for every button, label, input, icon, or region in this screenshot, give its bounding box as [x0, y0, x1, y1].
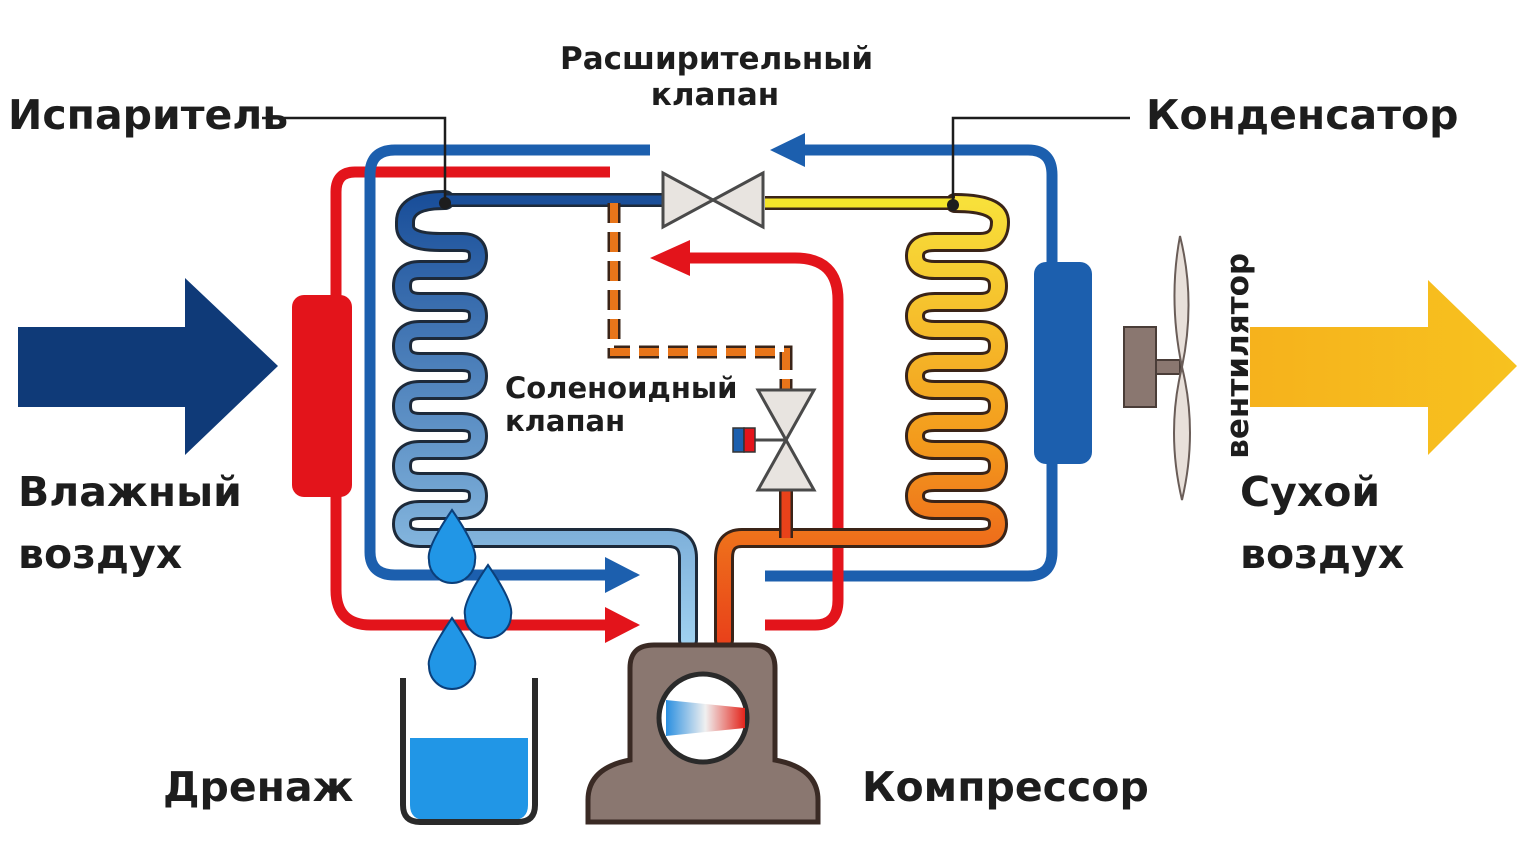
compressor-label: Компрессор: [862, 763, 1149, 811]
leader-lines: [262, 116, 1130, 211]
reheater-coil: [292, 166, 640, 643]
evaporator-label: Испаритель: [8, 91, 289, 139]
cold-return-loop: [364, 144, 650, 593]
expansion-valve-icon: [661, 170, 765, 230]
humid-air-label: Влажный воздух: [18, 462, 242, 585]
expansion-valve-label-line1: Расширительный: [560, 41, 874, 77]
water-drop-icon: [427, 508, 513, 690]
solenoid-valve-icon: [732, 388, 817, 492]
expansion-valve-label-line2: клапан: [650, 76, 780, 113]
condenser-coil: [714, 193, 1010, 650]
hot-gas-loop: [650, 240, 844, 631]
humid-air-label-line1: Влажный: [18, 468, 242, 516]
dry-air-label-line2: воздух: [1240, 529, 1405, 578]
condenser-air-loop: [765, 133, 1092, 582]
expansion-valve-label: Расширительный клапан: [560, 41, 874, 113]
solenoid-valve-label-line1: Соленоидный: [505, 371, 738, 405]
solenoid-valve-label: Соленоидный клапан: [505, 371, 738, 439]
fan-icon: [1123, 235, 1191, 501]
solenoid-valve-label-line2: клапан: [505, 404, 626, 439]
dry-air-label: Сухой воздух: [1240, 462, 1404, 585]
humid-air-label-line2: воздух: [18, 529, 183, 578]
fan-label: вентилятор: [1220, 252, 1257, 459]
compressor-icon: [585, 642, 821, 825]
humid-air-arrow-icon: [18, 278, 278, 455]
dry-air-arrow-icon: [1250, 280, 1517, 455]
evaporator-coil: [392, 190, 698, 650]
drain-label: Дренаж: [163, 763, 354, 811]
dry-air-label-line1: Сухой: [1240, 468, 1381, 516]
condenser-label: Конденсатор: [1146, 91, 1459, 139]
drain-tank-icon: [400, 678, 538, 825]
bypass-dashed-line: [607, 203, 793, 392]
